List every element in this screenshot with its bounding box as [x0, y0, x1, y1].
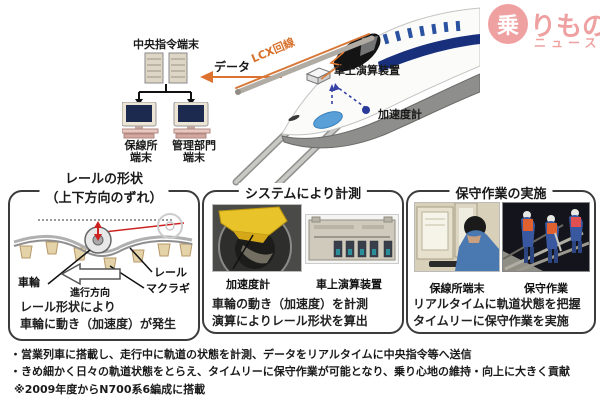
server-icon — [144, 52, 188, 84]
wireless-zigzag-icon — [320, 51, 345, 80]
onboard-device-photo — [305, 214, 399, 264]
direction-label: 進行方向 — [70, 288, 110, 299]
photo-office-terminal-label: 保線所端末 — [429, 282, 485, 295]
panel3-caption-2: タイムリーに保守作業を実施 — [413, 314, 569, 328]
door-oval — [313, 111, 343, 129]
windows-row — [382, 20, 461, 45]
desktop-terminals-icon — [122, 102, 211, 139]
management-terminal-label: 管理部門 端末 — [172, 139, 216, 164]
footnote-2: ・きめ細かく日々の軌道状態をとらえ、タイムリーに保守作業が可能となり、乗り心地の… — [10, 365, 571, 378]
wheel-label: 車輪 — [18, 276, 40, 289]
lcx-cable — [235, 33, 375, 95]
top-connectors — [135, 33, 375, 114]
accelerometer-photo — [212, 204, 302, 272]
train-accelerometer-label: 加速度計 — [378, 108, 422, 121]
panel3-title: 保守作業の実施 — [449, 183, 553, 202]
office-terminal-photo — [414, 202, 500, 272]
panel-system-measurement: システムにより計測 — [202, 183, 404, 334]
footnote-1: ・営業列車に搭載し、走行中に軌道の状態を計測、データをリアルタイムに中央指令等へ… — [10, 348, 472, 361]
onboard-device-label: 車上演算装置 — [334, 64, 400, 77]
panel-maintenance: 保守作業の実施 — [406, 183, 596, 334]
norimono-news-logo: 乗 りもの ニュース — [488, 2, 600, 50]
rail-shape-drawing — [13, 213, 193, 289]
panel2-caption-1: 車輪の動き（加速度）を計測 — [212, 297, 369, 311]
sleeper-label: マクラギ — [146, 282, 190, 295]
logo-text-main: りもの — [530, 12, 600, 42]
logo-text-sub: ニュース — [534, 36, 600, 50]
rail-label: レール — [154, 266, 187, 279]
panel1-caption-2: 車輪に動き（加速度）が発生 — [20, 317, 177, 331]
panel1-caption-1: レール形状により — [20, 300, 116, 314]
vertical-motion-marker — [94, 221, 102, 241]
panel2-title: システムにより計測 — [238, 183, 368, 202]
panel3-caption-1: リアルタイムに軌道状態を把握 — [413, 297, 581, 311]
network-tree — [135, 84, 195, 105]
footnote-3: ※2009年度からN700系6編成に搭載 — [14, 383, 206, 396]
data-label: データ — [214, 60, 251, 74]
train-skirt — [281, 73, 480, 149]
central-terminal-label: 中央指令端末 — [133, 38, 199, 51]
panel2-caption-2: 演算によりレール形状を算出 — [212, 314, 368, 328]
headlight — [288, 114, 300, 122]
direction-arrow-icon — [60, 262, 121, 286]
panel1-title: レールの形状 （上下方向のずれ） — [39, 168, 169, 206]
maintenance-office-terminal-label: 保線所 端末 — [124, 139, 158, 164]
sensor-links — [329, 83, 367, 109]
blue-stripe — [378, 34, 480, 72]
photo-onboard-device-label: 車上演算装置 — [316, 278, 382, 291]
logo-stamp-icon: 乗 — [488, 4, 528, 44]
photo-accelerometer-label: 加速度計 — [226, 278, 270, 291]
accelerometer-dot — [362, 106, 370, 114]
panel-rail-shape: レールの形状 （上下方向のずれ） — [8, 168, 200, 341]
photo-night-work-label: 保守作業 — [524, 282, 568, 295]
night-work-photo — [502, 202, 590, 272]
